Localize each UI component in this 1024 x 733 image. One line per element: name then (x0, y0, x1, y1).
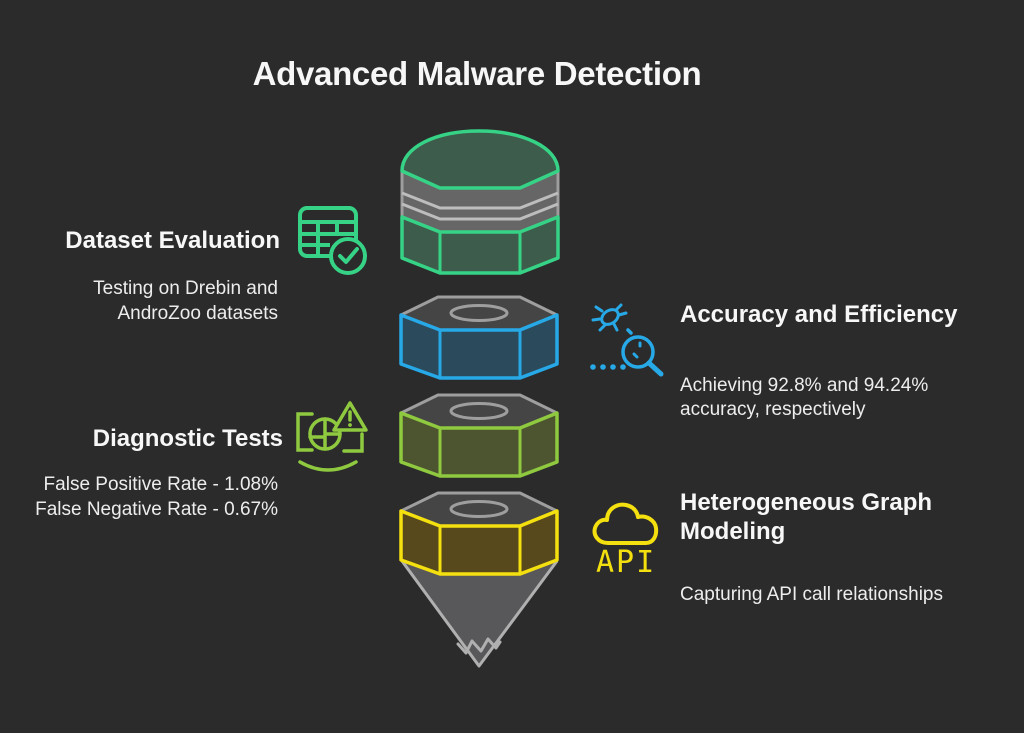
pencil-tip-segment (400, 560, 559, 668)
description-line: False Positive Rate - 1.08% (43, 474, 278, 495)
description-line: Testing on Drebin and (93, 278, 278, 299)
page-title: Advanced Malware Detection (252, 55, 702, 92)
section-title: Diagnostic Tests (92, 425, 283, 452)
cloud-api-icon: API (592, 502, 659, 580)
section-description: Testing on Drebin and AndroZoo datasets (93, 276, 278, 326)
blue-nut-segment (399, 295, 559, 380)
section-description: Achieving 92.8% and 94.24% accuracy, res… (680, 374, 928, 422)
section-title: Heterogeneous Graph Modeling (680, 489, 933, 545)
api-label: API (596, 545, 656, 580)
description-line: accuracy, respectively (680, 399, 866, 420)
broken-tip-crack (456, 637, 502, 655)
olive-nut-segment (399, 393, 559, 478)
section-title: Accuracy and Efficiency (680, 301, 958, 328)
pencil-cap-segment (400, 129, 560, 275)
section-description: Capturing API call relationships (680, 582, 943, 607)
section-description: False Positive Rate - 1.08% False Negati… (35, 472, 278, 522)
funnel-graphic (399, 129, 560, 668)
description-line: Capturing API call relationships (680, 584, 943, 605)
section-title: Dataset Evaluation (65, 227, 280, 254)
description-line: AndroZoo datasets (117, 303, 278, 324)
description-line: False Negative Rate - 0.67% (35, 499, 278, 520)
scan-warning-icon (296, 401, 368, 472)
table-check-icon (298, 206, 367, 275)
bug-search-icon (590, 303, 664, 377)
yellow-nut-segment (399, 491, 559, 576)
description-line: Achieving 92.8% and 94.24% (680, 375, 929, 396)
